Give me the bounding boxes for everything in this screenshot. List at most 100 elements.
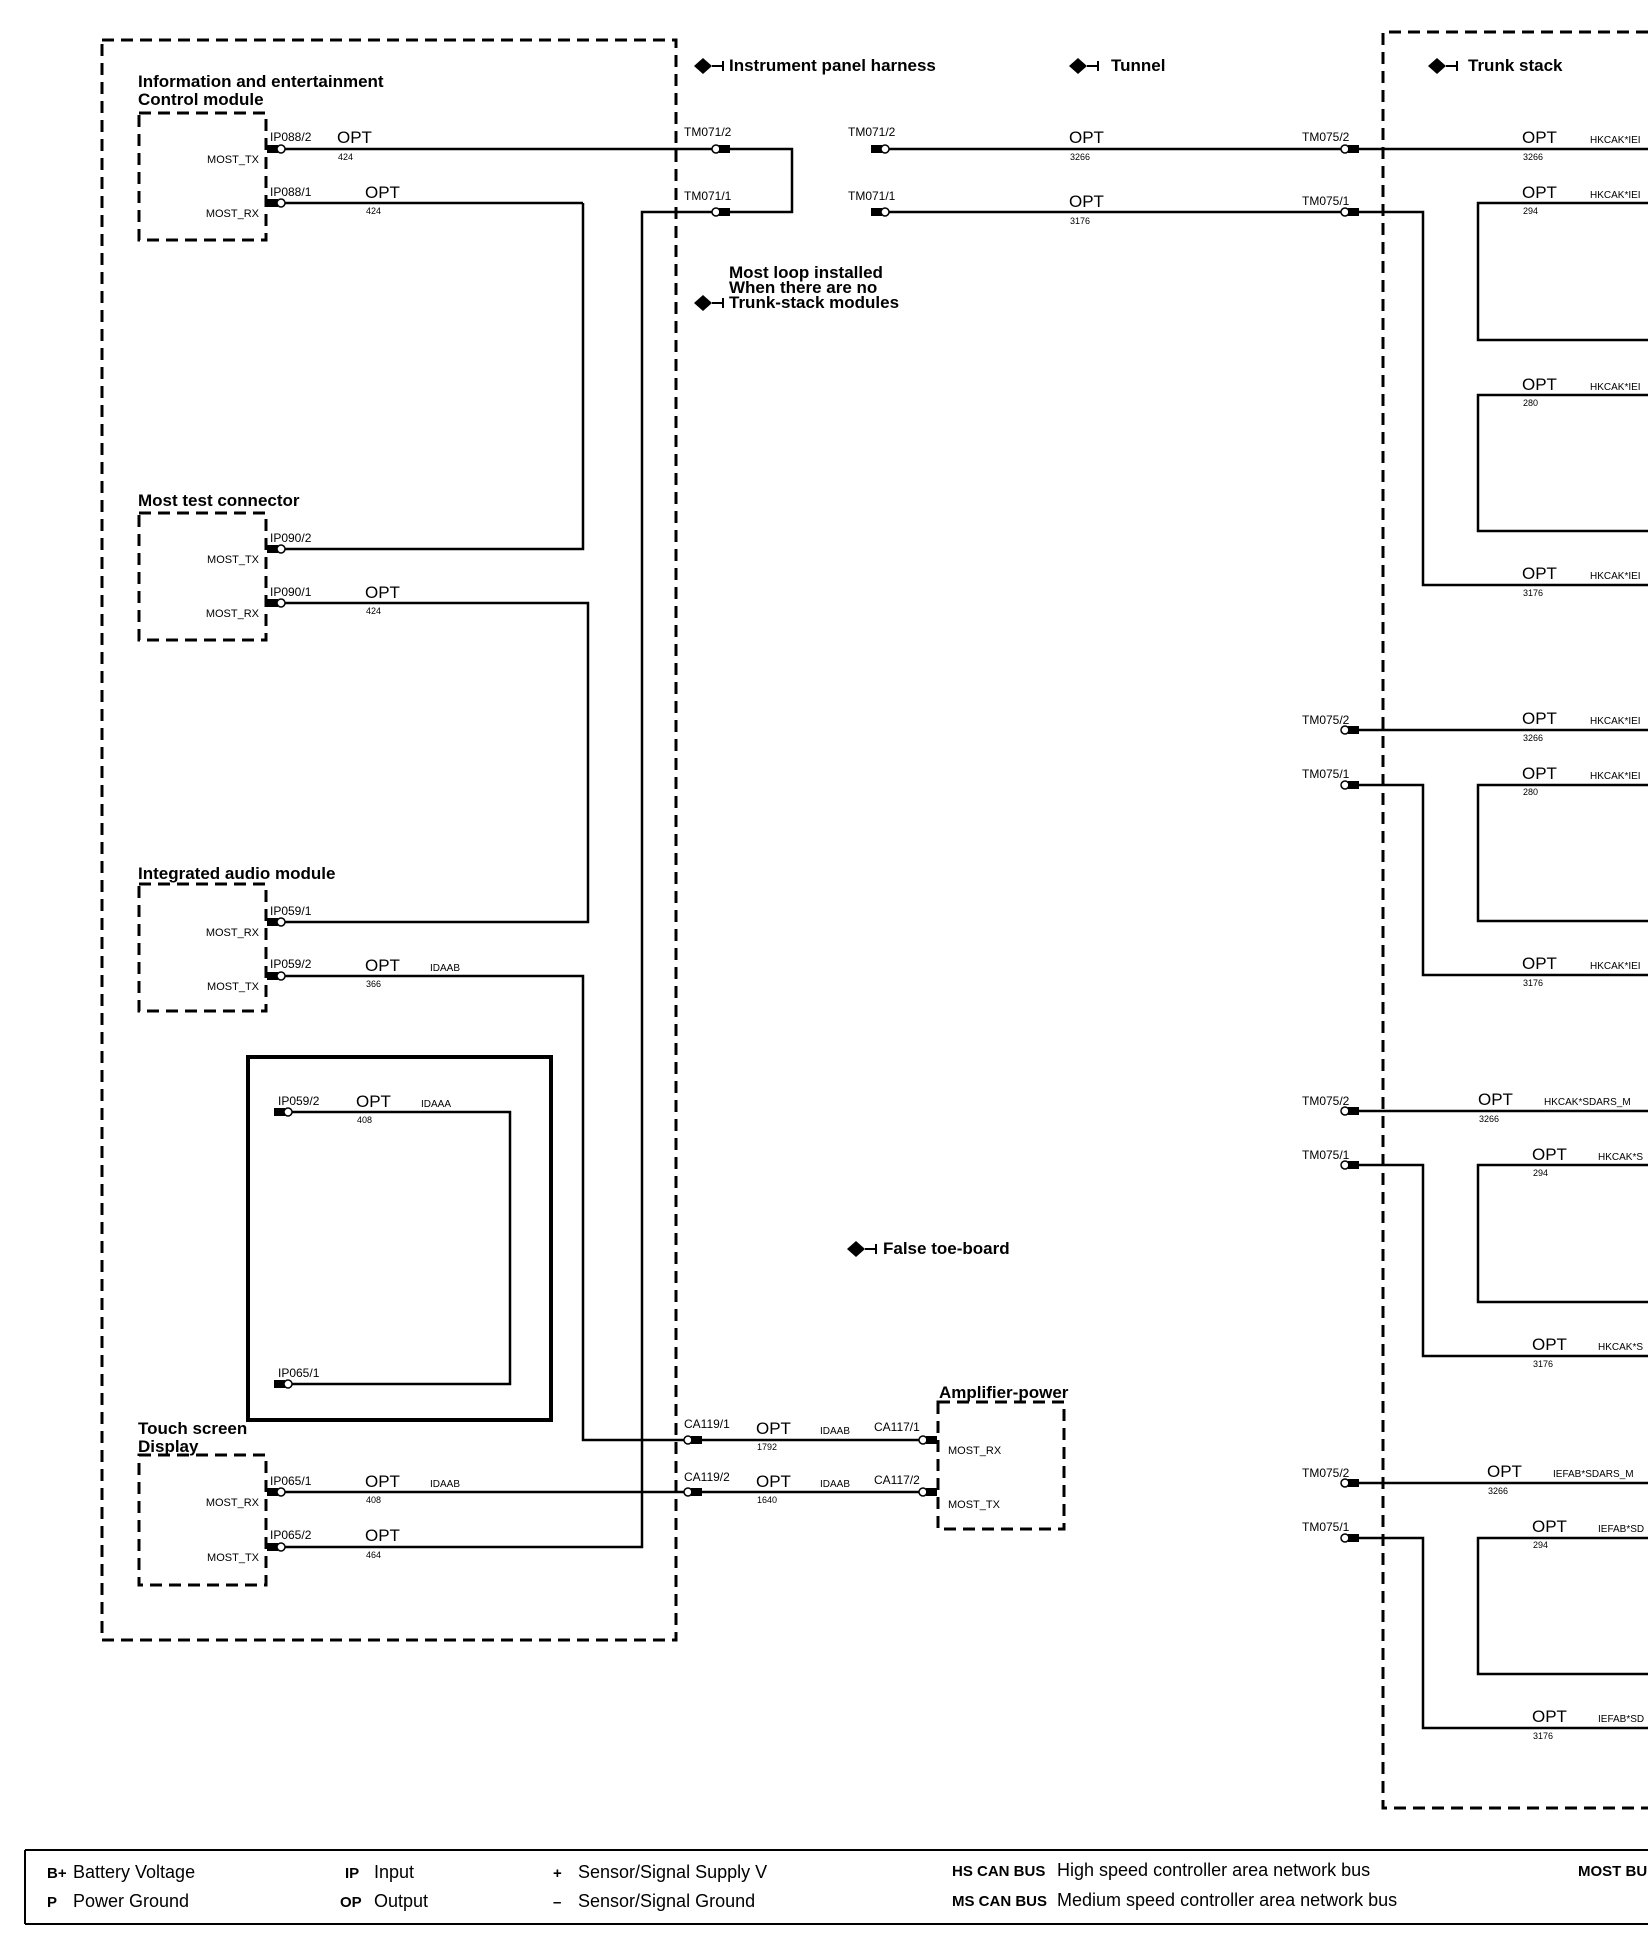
- option-tag: IDAAB: [430, 963, 460, 974]
- location-marker-icon: [1427, 57, 1458, 75]
- connector-id: IP059/2: [278, 1094, 320, 1108]
- connector-id: IP088/2: [270, 130, 312, 144]
- wires: [280, 147, 1648, 1730]
- connector-id: TM075/2: [1302, 1094, 1350, 1108]
- option-tag: IEFAB*SD: [1598, 1714, 1644, 1725]
- circuit-number: 294: [1523, 206, 1538, 216]
- location-false-toe-board: False toe-board: [883, 1239, 1010, 1258]
- legend-abbr: IP: [345, 1865, 359, 1882]
- wire-type-label: OPT: [365, 1526, 400, 1545]
- circuit-number: 424: [366, 206, 381, 216]
- wire-type-label: OPT: [365, 1472, 400, 1491]
- circuit-number: 424: [338, 152, 353, 162]
- circuit-number: 3176: [1533, 1359, 1553, 1369]
- location-instrument-panel: Instrument panel harness: [729, 56, 936, 75]
- touch-screen-box: [137, 1453, 268, 1587]
- option-tag: IDAAB: [820, 1426, 850, 1437]
- location-trunk-stack: Trunk stack: [1468, 56, 1563, 75]
- connector-id: CA117/1: [874, 1420, 920, 1434]
- connector-id: TM071/1: [684, 189, 732, 203]
- connector-id: CA117/2: [874, 1473, 920, 1487]
- wire-type-label: OPT: [1522, 764, 1557, 783]
- option-tag: IDAAB: [430, 1479, 460, 1490]
- wire-type-label: OPT: [1478, 1090, 1513, 1109]
- wire-type-label: OPT: [356, 1092, 391, 1111]
- most-loop-note-3: Trunk-stack modules: [729, 293, 899, 312]
- option-tag: HKCAK*IEI: [1590, 382, 1641, 393]
- connector-id: TM075/1: [1302, 767, 1350, 781]
- pin-label: MOST_RX: [206, 1497, 260, 1509]
- connector-id: IP065/1: [278, 1366, 320, 1380]
- circuit-number: 280: [1523, 787, 1538, 797]
- connector-id: TM071/1: [848, 189, 896, 203]
- legend-text: Medium speed controller area network bus: [1057, 1890, 1397, 1910]
- wire-type-label: OPT: [1532, 1707, 1567, 1726]
- connector-id: IP088/1: [270, 185, 312, 199]
- legend-abbr: MS CAN BUS: [952, 1893, 1047, 1910]
- inner-solid-box: [246, 1055, 553, 1422]
- connector-id: IP059/1: [270, 904, 312, 918]
- pin-label: MOST_RX: [206, 927, 260, 939]
- wire-type-label: OPT: [756, 1419, 791, 1438]
- circuit-number: 1792: [757, 1442, 777, 1452]
- location-marker-icon: [693, 57, 724, 75]
- circuit-number: 3176: [1070, 216, 1090, 226]
- circuit-number: 3266: [1523, 152, 1543, 162]
- location-marker-icon: [846, 1240, 877, 1258]
- option-tag: IDAAB: [820, 1479, 850, 1490]
- wire-type-label: OPT: [1522, 183, 1557, 202]
- pin-label: MOST_RX: [206, 608, 260, 620]
- option-tag: HKCAK*SDARS_M: [1544, 1097, 1631, 1108]
- pin-label: MOST_TX: [948, 1499, 1001, 1511]
- legend-abbr: +: [553, 1865, 562, 1882]
- circuit-number: 3266: [1070, 152, 1090, 162]
- legend: B+ Battery Voltage P Power Ground IP Inp…: [24, 1849, 1648, 1925]
- wire-type-label: OPT: [365, 183, 400, 202]
- most-loop-note-2: When there are no: [729, 278, 877, 297]
- module-touch-title-2: Display: [138, 1437, 199, 1456]
- trunk-stack-boundary: [1381, 30, 1648, 1810]
- circuit-number: 408: [366, 1495, 381, 1505]
- legend-text: Sensor/Signal Ground: [578, 1891, 755, 1911]
- wire-type-label: OPT: [1522, 128, 1557, 147]
- option-tag: HKCAK*IEI: [1590, 135, 1641, 146]
- circuit-number: 294: [1533, 1540, 1548, 1550]
- pin-label: MOST_TX: [207, 154, 260, 166]
- option-tag: HKCAK*IEI: [1590, 571, 1641, 582]
- module-most-test-title: Most test connector: [138, 491, 300, 510]
- legend-text: Sensor/Signal Supply V: [578, 1862, 767, 1882]
- connector-id: IP065/2: [270, 1528, 312, 1542]
- legend-text: Power Ground: [73, 1891, 189, 1911]
- most-loop-note-1: Most loop installed: [729, 263, 883, 282]
- option-tag: IEFAB*SDARS_M: [1553, 1469, 1634, 1480]
- connector-id: IP090/2: [270, 531, 312, 545]
- circuit-number: 3266: [1479, 1114, 1499, 1124]
- legend-abbr: OP: [340, 1894, 362, 1911]
- wire-type-label: OPT: [1487, 1462, 1522, 1481]
- legend-text: Input: [374, 1862, 414, 1882]
- connector-id: IP065/1: [270, 1474, 312, 1488]
- pin-label: MOST_TX: [207, 554, 260, 566]
- module-amp-title: Amplifier-power: [939, 1383, 1069, 1402]
- circuit-number: 1640: [757, 1495, 777, 1505]
- wire-type-label: OPT: [1069, 128, 1104, 147]
- connector-id: TM075/1: [1302, 1520, 1350, 1534]
- module-touch-title-1: Touch screen: [138, 1419, 247, 1438]
- module-iecm-title-1: Information and entertainment: [138, 72, 384, 91]
- option-tag: HKCAK*IEI: [1590, 716, 1641, 727]
- option-tag: IDAAA: [421, 1099, 451, 1110]
- option-tag: IEFAB*SD: [1598, 1524, 1644, 1535]
- module-iam-title: Integrated audio module: [138, 864, 335, 883]
- option-tag: HKCAK*IEI: [1590, 771, 1641, 782]
- connector-pins: [266, 144, 1360, 1552]
- wire-type-label: OPT: [1522, 954, 1557, 973]
- legend-abbr: B+: [47, 1865, 67, 1882]
- pin-label: MOST_RX: [948, 1445, 1002, 1457]
- pin-label: MOST_TX: [207, 1552, 260, 1564]
- wire-type-label: OPT: [1532, 1517, 1567, 1536]
- circuit-number: 3176: [1523, 588, 1543, 598]
- connector-id: TM075/2: [1302, 130, 1350, 144]
- legend-text: Output: [374, 1891, 428, 1911]
- connector-id: TM071/2: [684, 125, 732, 139]
